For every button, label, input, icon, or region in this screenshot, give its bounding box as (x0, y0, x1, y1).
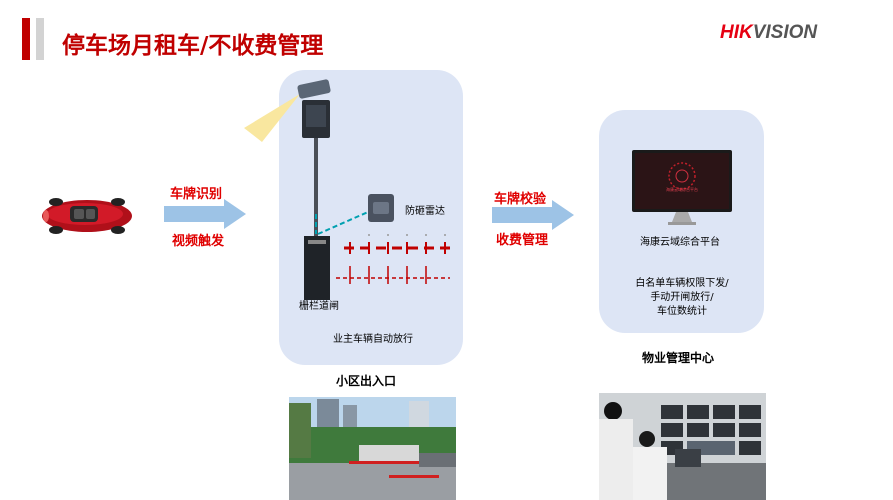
auto-release-label: 业主车辆自动放行 (333, 334, 413, 345)
right-arrow-icon (164, 199, 246, 229)
logo-grey-text: VISION (752, 22, 818, 43)
barrier-label: 栅栏道闸 (299, 301, 339, 312)
entrance-diagram (244, 79, 450, 300)
management-caption: 物业管理中心 (642, 351, 715, 365)
right-arrow-icon (492, 200, 574, 230)
arrow-label-video-trigger: 视频触发 (172, 234, 225, 249)
pole-icon (314, 138, 318, 238)
hikvision-logo: HIKVISION (720, 22, 817, 44)
control-room-photo (599, 393, 766, 500)
feature-item: 手动开闸放行/ (650, 292, 714, 303)
light-beam-icon (244, 94, 300, 142)
title-accent-bar-grey (36, 18, 44, 60)
feature-item: 车位数统计 (657, 306, 707, 317)
feature-list: 白名单车辆权限下发/ 手动开闸放行/ 车位数统计 (620, 277, 744, 319)
entrance-caption: 小区出入口 (336, 374, 397, 388)
arrow-label-plate-recognition: 车牌识别 (170, 187, 223, 202)
arrow-label-charge-management: 收费管理 (496, 233, 549, 248)
page-title: 停车场月租车/不收费管理 (62, 33, 324, 59)
platform-label: 海康云域综合平台 (640, 237, 720, 248)
red-car-image (42, 198, 132, 234)
monitor-icon (632, 150, 732, 225)
feature-item: 白名单车辆权限下发/ (635, 278, 729, 289)
monitor-screen-text: 海康云域综合平台 (666, 187, 698, 192)
title-accent-bar (22, 18, 30, 60)
radar-label: 防砸雷达 (405, 206, 445, 217)
entrance-photo (289, 397, 456, 500)
barrier-gate-icon (304, 236, 330, 300)
logo-red-text: HIK (720, 22, 753, 43)
camera-icon (297, 79, 331, 99)
arrow-label-plate-check: 车牌校验 (494, 192, 547, 207)
